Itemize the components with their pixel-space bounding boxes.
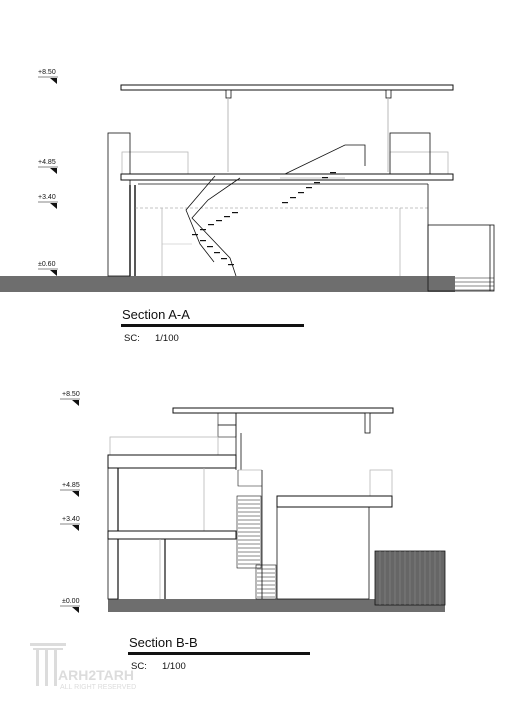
- level-label: +3.40: [38, 194, 56, 201]
- stair-treads-b: [238, 499, 275, 598]
- section-b-b: +8.50 +4.85 +3.40 ±0.00: [60, 391, 446, 672]
- level-marker-b-850: +8.50: [60, 391, 80, 406]
- roof-slab: [120, 84, 454, 91]
- section-a-scale-value: 1/100: [155, 333, 179, 344]
- stair-treads-a: [192, 172, 336, 266]
- roof-slab: [172, 407, 394, 414]
- section-b-scale-label: SC:: [131, 661, 147, 672]
- stair-a: [185, 144, 366, 277]
- level-marker-b-340: +3.40: [60, 516, 80, 531]
- level-label: ±0.60: [38, 261, 56, 268]
- level-label: +4.85: [62, 482, 80, 489]
- watermark-brand: ARH2TARH: [58, 667, 134, 683]
- level-label: ±0.00: [62, 598, 80, 605]
- level-label: +4.85: [38, 159, 56, 166]
- level-marker-b-485: +4.85: [60, 482, 80, 497]
- floor-slab-485: [120, 173, 454, 181]
- section-a-a: +8.50 +4.85 +3.40 ±0.60: [0, 69, 495, 344]
- upper-floor-slab: [107, 454, 237, 469]
- level-label: +8.50: [62, 391, 80, 398]
- cantilever-slab: [276, 495, 393, 508]
- section-a-title: Section A-A: [122, 307, 190, 322]
- floor-slab-340: [107, 530, 237, 540]
- left-wall: [107, 132, 131, 277]
- watermark-rights: ALL RIGHT RESERVED: [60, 684, 136, 691]
- level-marker-a-060: ±0.60: [38, 261, 58, 276]
- section-a-scale-label: SC:: [124, 333, 140, 344]
- level-marker-a-340: +3.40: [38, 194, 58, 209]
- stair-b: [236, 495, 277, 600]
- ground-slab: [108, 599, 375, 612]
- level-marker-a-850: +8.50: [38, 69, 58, 84]
- level-marker-b-000: ±0.00: [60, 598, 80, 613]
- level-label: +3.40: [62, 516, 80, 523]
- section-a-title-underline: [121, 324, 304, 327]
- ground-slab: [0, 276, 455, 292]
- right-annex: [427, 224, 495, 292]
- level-marker-a-485: +4.85: [38, 159, 58, 174]
- level-label: +8.50: [38, 69, 56, 76]
- section-b-scale-value: 1/100: [162, 661, 186, 672]
- section-b-title: Section B-B: [129, 635, 198, 650]
- watermark-logo: [30, 643, 66, 686]
- hatched-block: [374, 550, 446, 606]
- watermark: ARH2TARH ALL RIGHT RESERVED: [30, 643, 136, 691]
- section-b-title-underline: [128, 652, 310, 655]
